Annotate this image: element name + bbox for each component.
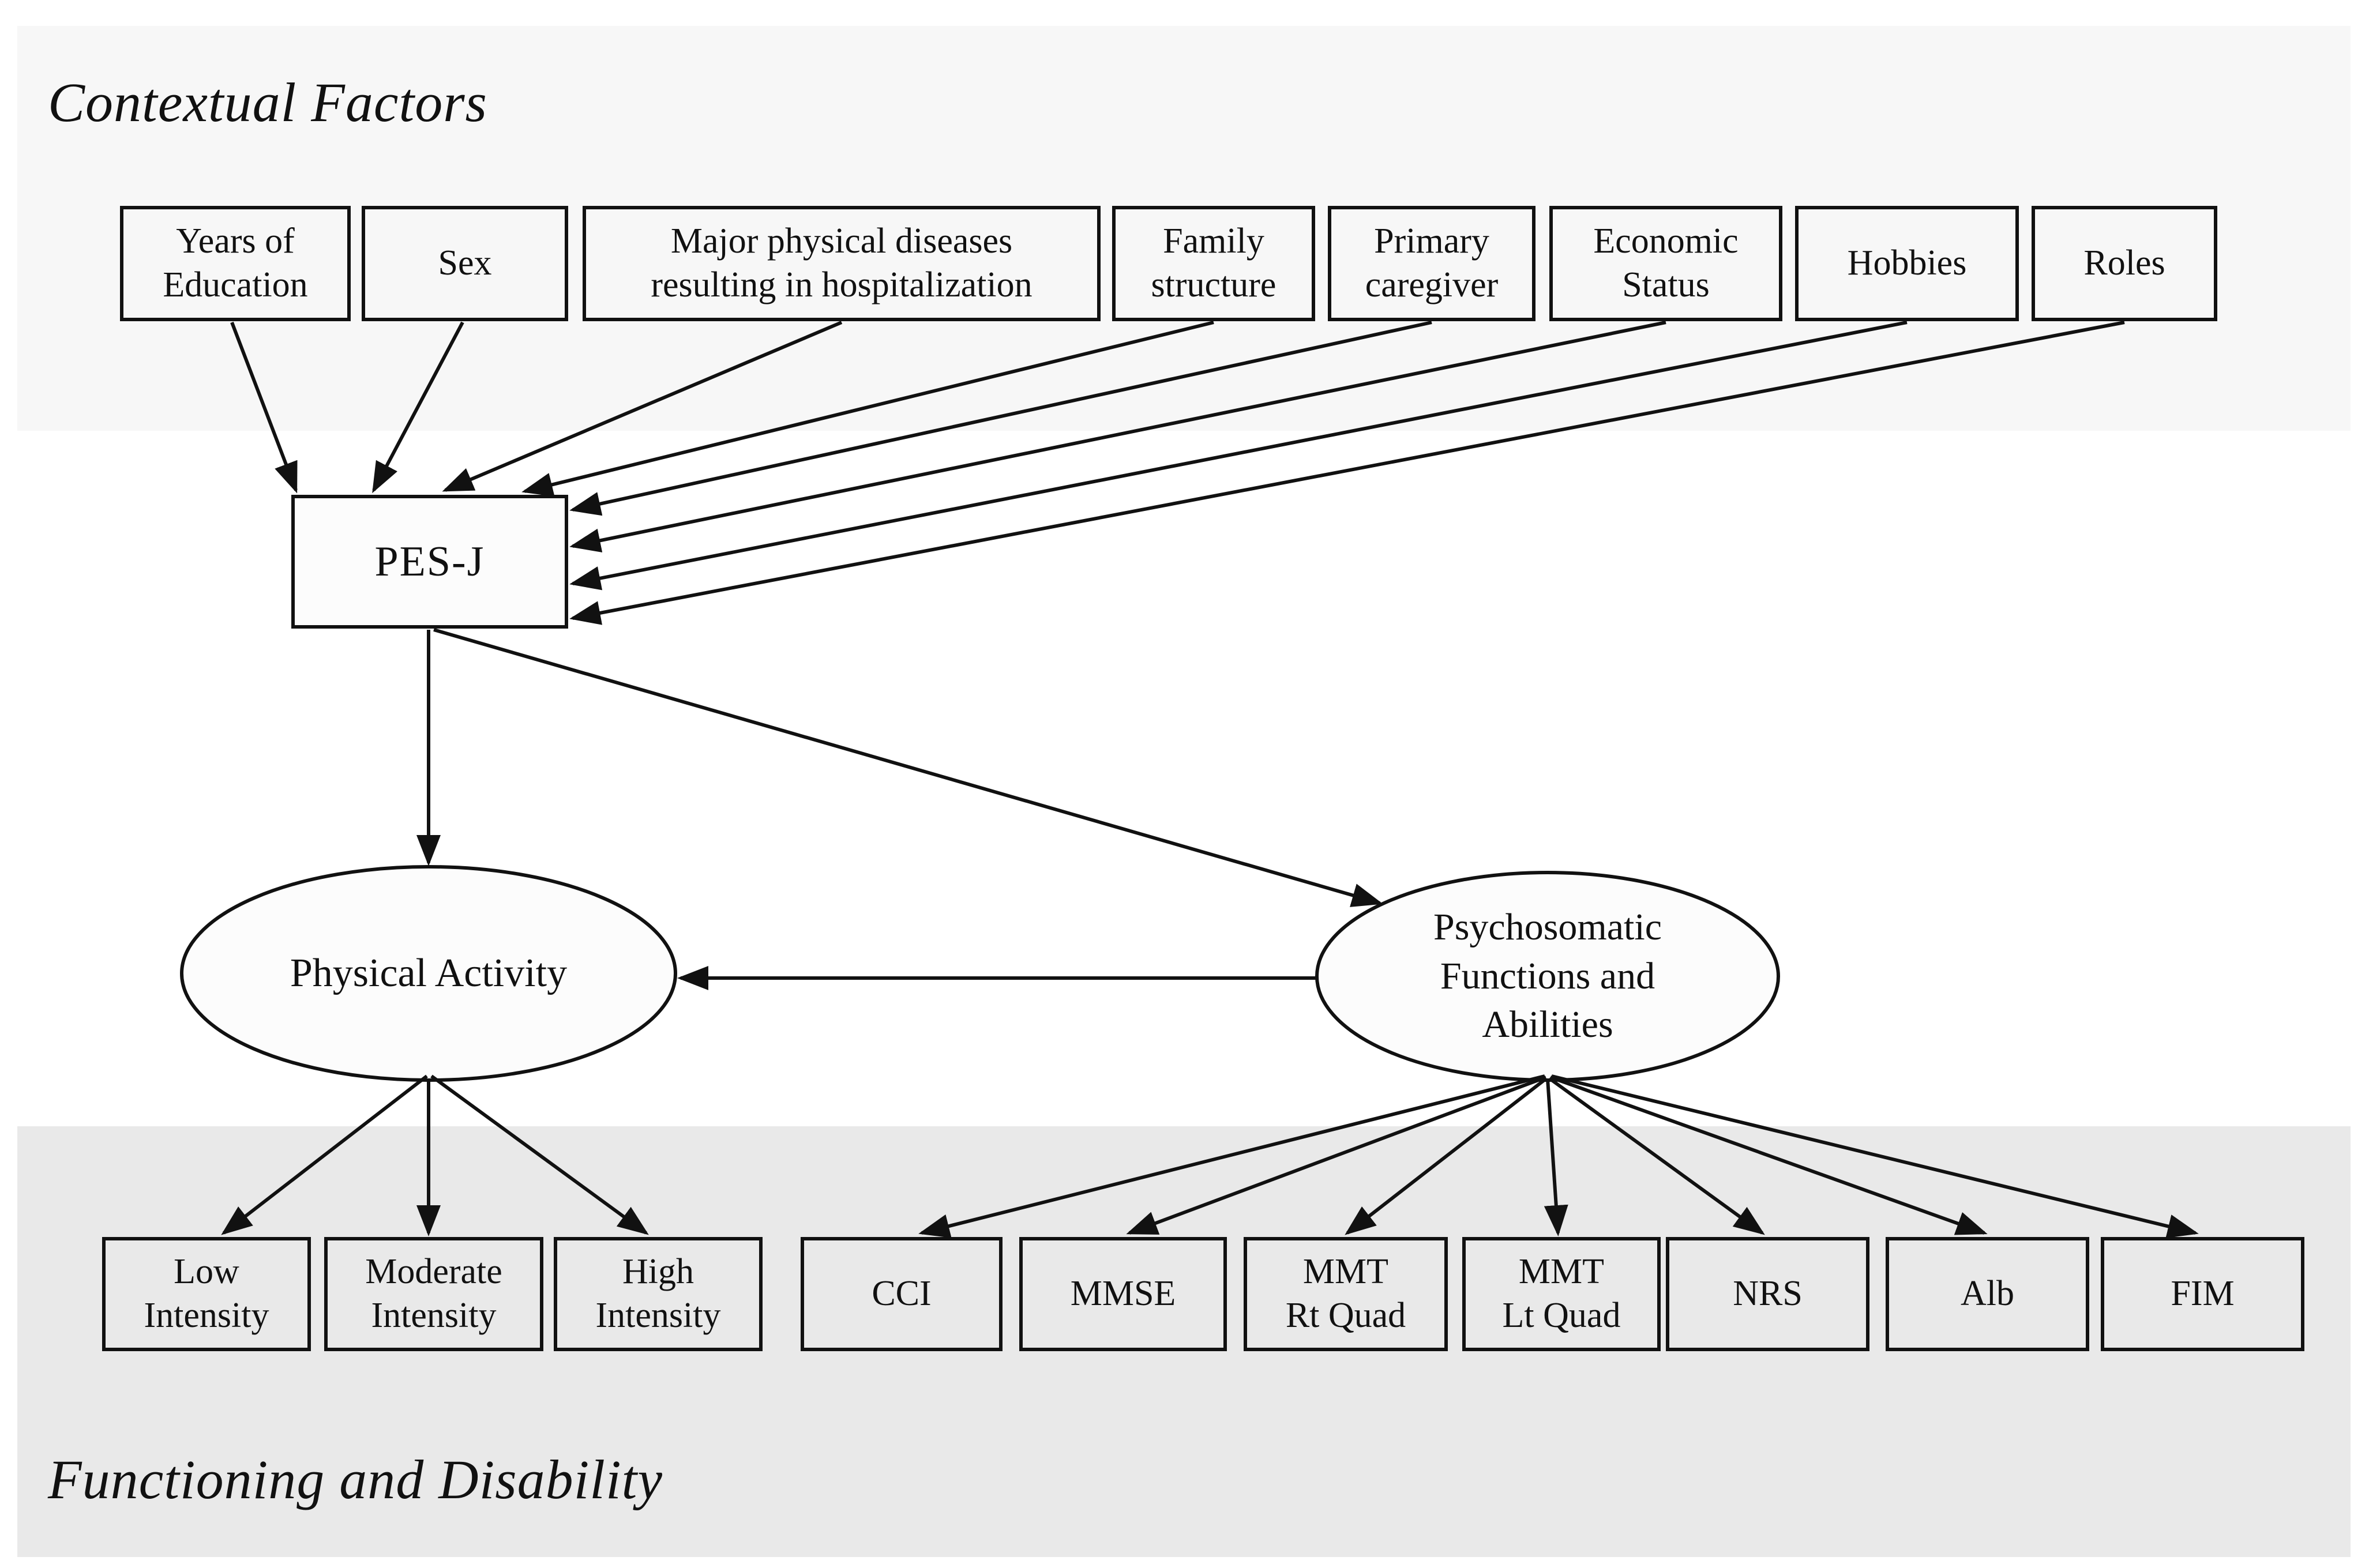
box-major-physical-diseases: Major physical diseases resulting in hos… <box>583 206 1101 321</box>
arrow-psychosomatic-to-fim <box>1551 1074 2199 1239</box>
arrow-years-of-education-to-pes-j <box>230 321 298 494</box>
physical-activity-label: Physical Activity <box>290 951 568 996</box>
arrow-physical-activity-to-low-intensity <box>221 1074 428 1235</box>
arrow-primary-caregiver-to-pes-j <box>569 321 1432 516</box>
box-high-intensity: High Intensity <box>554 1237 763 1351</box>
box-pes-j: PES-J <box>291 495 568 629</box>
box-low-intensity: Low Intensity <box>102 1237 311 1351</box>
box-cci: CCI <box>801 1237 1003 1351</box>
functioning-disability-title: Functioning and Disability <box>48 1449 663 1510</box>
arrow-psychosomatic-to-cci <box>918 1074 1545 1238</box>
contextual-factors-title: Contextual Factors <box>48 72 487 133</box>
arrow-economic-status-to-pes-j <box>569 321 1666 552</box>
box-nrs: NRS <box>1666 1237 1869 1351</box>
arrow-major-physical-diseases-to-pes-j <box>442 321 843 492</box>
arrow-roles-to-pes-j <box>569 321 2125 625</box>
box-sex: Sex <box>362 206 568 321</box>
arrow-pes-j-to-psychosomatic <box>433 628 1383 907</box>
box-mmse: MMSE <box>1019 1237 1227 1351</box>
box-hobbies: Hobbies <box>1795 206 2019 321</box>
arrow-sex-to-pes-j <box>372 321 464 494</box>
arrow-psychosomatic-to-mmt-lt-quad <box>1544 1078 1568 1236</box>
arrow-psychosomatic-to-nrs <box>1548 1077 1765 1235</box>
box-roles: Roles <box>2032 206 2217 321</box>
box-economic-status: Economic Status <box>1549 206 1782 321</box>
box-family-structure: Family structure <box>1112 206 1315 321</box>
arrow-physical-activity-to-high-intensity <box>430 1074 649 1235</box>
box-years-of-education: Years of Education <box>120 206 351 321</box>
box-primary-caregiver: Primary caregiver <box>1328 206 1535 321</box>
box-fim: FIM <box>2101 1237 2304 1351</box>
box-moderate-intensity: Moderate Intensity <box>324 1237 543 1351</box>
box-alb: Alb <box>1886 1237 2089 1351</box>
box-mmt-rt-quad: MMT Rt Quad <box>1244 1237 1448 1351</box>
psychosomatic-label: Psychosomatic Functions and Abilities <box>1433 906 1662 1046</box>
arrow-hobbies-to-pes-j <box>569 321 1908 591</box>
arrow-psychosomatic-to-mmse <box>1126 1076 1547 1235</box>
arrow-psychosomatic-to-mmt-rt-quad <box>1345 1077 1548 1235</box>
arrow-family-structure-to-pes-j <box>521 321 1214 497</box>
arrow-psychosomatic-to-alb <box>1549 1076 1988 1235</box>
box-mmt-lt-quad: MMT Lt Quad <box>1462 1237 1661 1351</box>
